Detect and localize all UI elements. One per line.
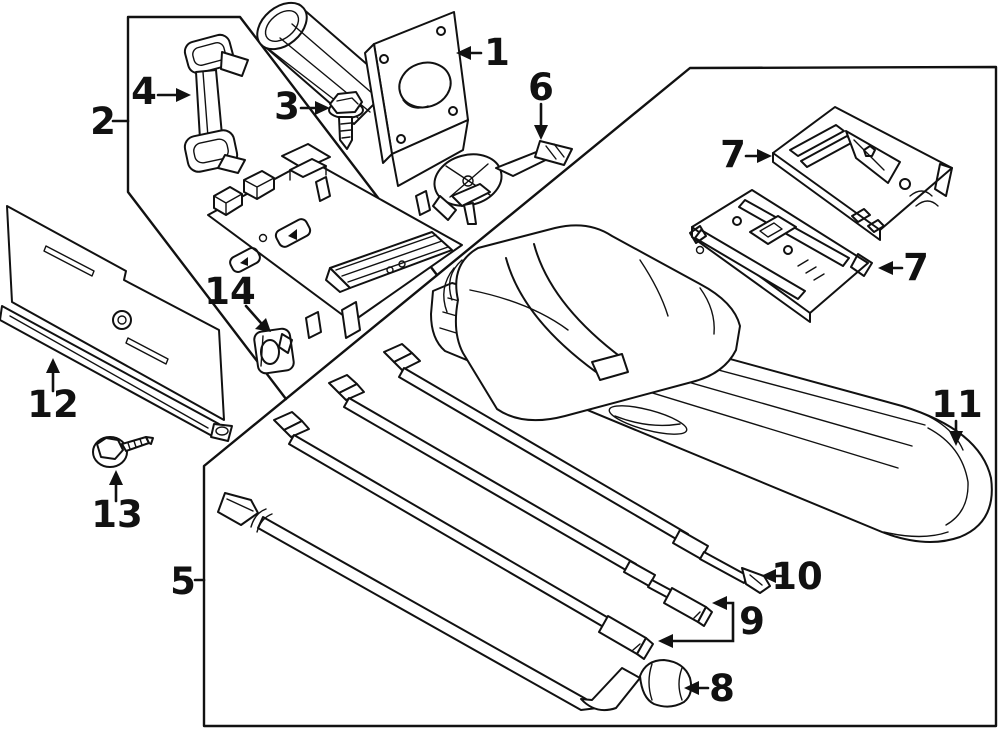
callout-7a-arrow [757,149,772,163]
callout-10-label[interactable]: 10 [771,555,823,598]
callout-4[interactable]: 4 [131,70,191,113]
part-9-rod-lower [273,411,654,660]
callout-8-arrow [684,681,699,695]
callout-3-arrow [315,101,330,115]
callout-5[interactable]: 5 [170,560,206,603]
callout-1[interactable]: 1 [456,31,510,74]
callout-6[interactable]: 6 [528,66,554,140]
callout-5-label[interactable]: 5 [170,560,196,603]
callout-12-label[interactable]: 12 [27,383,79,426]
callout-6-arrow [534,125,548,140]
callout-9[interactable]: 9 [658,596,765,648]
callout-1-arrow [456,46,471,60]
part-3-bolt [328,91,364,150]
callout-12-arrow [46,358,60,373]
callout-8[interactable]: 8 [684,667,735,710]
callout-7a[interactable]: 7 [720,133,772,176]
part-4-strap [183,33,249,174]
callout-9-label[interactable]: 9 [739,600,765,643]
callout-14[interactable]: 14 [204,270,271,332]
callout-7b[interactable]: 7 [878,246,929,289]
callout-10[interactable]: 10 [761,555,823,598]
callout-10-arrow [761,569,776,583]
callout-12[interactable]: 12 [27,358,79,426]
callout-9-arrow-lower [658,634,673,648]
part-14-clip [253,327,295,375]
callout-8-label[interactable]: 8 [709,667,735,710]
callout-14-label[interactable]: 14 [204,270,256,313]
callout-2-label[interactable]: 2 [90,100,116,143]
callout-11[interactable]: 11 [931,383,983,446]
part-6-bracket [432,140,573,225]
callout-7b-label[interactable]: 7 [903,246,929,289]
part-2-bracket [207,143,463,339]
callout-3[interactable]: 3 [274,85,330,128]
part-2-group-box [126,15,439,401]
callout-13-arrow [109,470,123,485]
callout-14-arrow [255,318,271,332]
part-8-wrench [217,492,693,712]
part-7-plate-lower [689,189,873,323]
callout-4-label[interactable]: 4 [131,70,157,113]
part-7-plate-upper [772,106,953,241]
callout-9-arrow-upper [712,596,727,610]
callout-11-arrow [949,431,963,446]
part-10-rod [383,343,771,594]
callout-2[interactable]: 2 [90,100,130,143]
callout-13-label[interactable]: 13 [91,493,143,536]
part-9-rod-upper [328,374,713,627]
callout-11-label[interactable]: 11 [931,383,983,426]
part-13-bolt [92,436,154,468]
callout-13[interactable]: 13 [91,470,143,536]
callout-1-label[interactable]: 1 [484,31,510,74]
callout-7b-arrow [878,261,893,275]
callout-6-label[interactable]: 6 [528,66,554,109]
tool-bag [443,224,741,422]
callout-4-arrow [176,88,191,102]
part-12-panel [0,205,233,442]
callout-3-label[interactable]: 3 [274,85,300,128]
part-1-jack [256,1,469,187]
callout-7a-label[interactable]: 7 [720,133,746,176]
